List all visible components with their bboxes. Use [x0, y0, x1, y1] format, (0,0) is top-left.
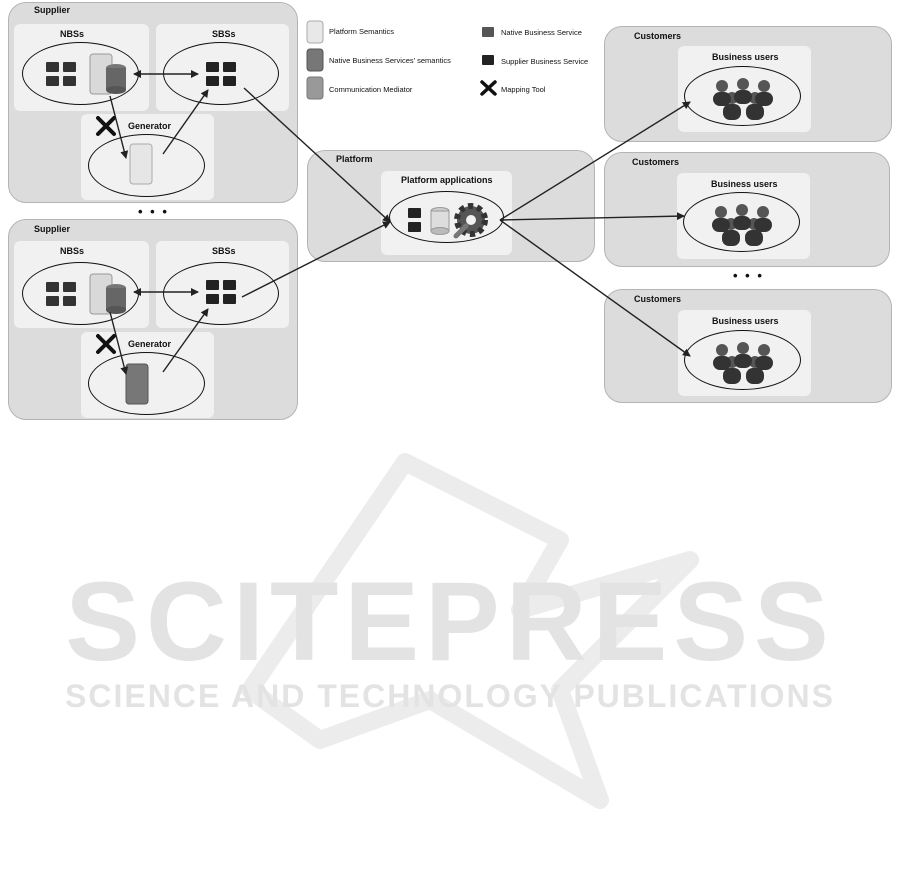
users-group-icon	[713, 342, 773, 384]
business-users-label-2: Business users	[711, 179, 778, 189]
legend-mapping-tool: Mapping Tool	[501, 85, 546, 94]
platform-customers3-arrow	[499, 219, 691, 357]
platform-customers2-arrow	[499, 212, 685, 221]
platform-semantics-server-icon	[129, 143, 153, 185]
generator-ellipse-1	[88, 134, 205, 197]
mapping-tool-icon	[96, 334, 116, 354]
legend-platform-semantics: Platform Semantics	[329, 27, 395, 36]
legend-supplier-business-service: Supplier Business Service	[501, 57, 589, 66]
business-users-ellipse-2	[683, 192, 800, 252]
supplier-services-icon	[206, 280, 236, 304]
legend-supplier-business-service-icon	[482, 55, 494, 65]
supplier-label-1: Supplier	[34, 5, 71, 15]
generator-ellipse-2	[88, 352, 205, 415]
users-group-icon	[713, 78, 773, 120]
generator-sbs-arrow-2	[162, 308, 209, 373]
legend-native-business-service: Native Business Service	[501, 28, 582, 37]
sbs-label-2: SBSs	[212, 246, 236, 256]
legend-mapping-tool-icon	[480, 80, 497, 96]
platform-services-icon	[408, 208, 421, 232]
supplier2-platform-arrow	[241, 221, 391, 298]
business-users-label-3: Business users	[712, 316, 779, 326]
supplier-label-2: Supplier	[34, 224, 71, 234]
native-services-icon	[46, 282, 76, 306]
nbs-label-1: NBSs	[60, 29, 85, 39]
watermark-main: SCITEPRESS	[65, 559, 835, 684]
mediator-server-icon	[89, 273, 126, 315]
supplier-services-icon	[206, 62, 236, 86]
legend-native-semantics-icon	[306, 48, 324, 72]
users-group-icon	[712, 204, 772, 246]
legend-communication-mediator-icon	[306, 76, 324, 100]
gear-icon	[453, 203, 488, 239]
native-services-icon	[46, 62, 76, 86]
mapping-tool-icon	[96, 116, 116, 136]
legend-communication-mediator: Communication Mediator	[329, 85, 413, 94]
customers-label-2: Customers	[632, 157, 680, 167]
generator-label-1: Generator	[128, 121, 172, 131]
native-semantics-server-icon	[125, 363, 149, 405]
business-users-ellipse-1	[684, 66, 801, 126]
customers-label-1: Customers	[634, 31, 682, 41]
nbs-label-2: NBSs	[60, 246, 85, 256]
ellipsis-suppliers: • • •	[138, 204, 169, 219]
watermark-sub: SCIENCE AND TECHNOLOGY PUBLICATIONS	[65, 678, 835, 714]
platform-label: Platform	[336, 154, 373, 164]
nbs-generator-arrow-2	[109, 311, 129, 375]
legend-native-semantics: Native Business Services' semantics	[329, 56, 451, 65]
legend-native-business-service-icon	[482, 27, 494, 37]
platform-customers1-arrow	[499, 101, 691, 221]
mediator-server-icon	[89, 53, 126, 95]
legend-platform-semantics-icon	[306, 20, 324, 44]
nbs-generator-arrow-1	[109, 95, 129, 159]
ellipsis-customers: • • •	[733, 268, 764, 283]
supplier1-platform-arrow	[243, 87, 391, 223]
business-users-label-1: Business users	[712, 52, 779, 62]
customers-label-3: Customers	[634, 294, 682, 304]
sbs-label-1: SBSs	[212, 29, 236, 39]
generator-sbs-arrow-1	[162, 89, 209, 155]
business-users-ellipse-3	[684, 330, 801, 390]
platform-semantics-db-icon	[430, 207, 450, 235]
generator-label-2: Generator	[128, 339, 172, 349]
platform-applications-label: Platform applications	[401, 175, 493, 185]
